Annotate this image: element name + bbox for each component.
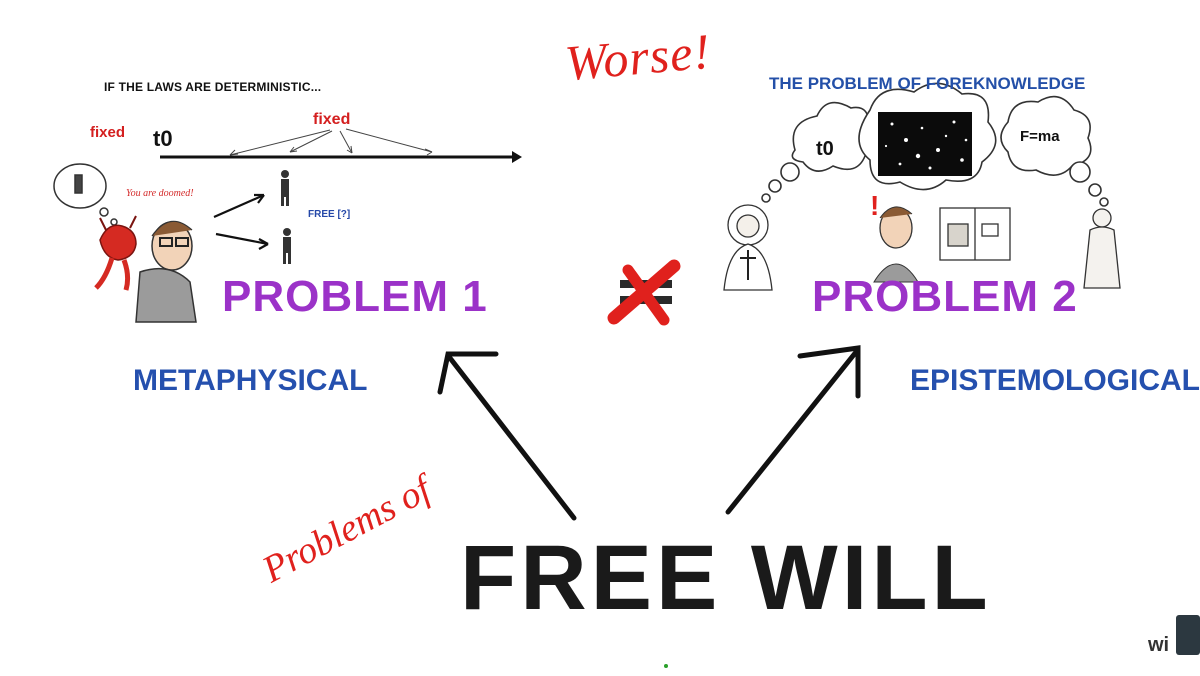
arrow-to-problem1 xyxy=(440,354,574,518)
saint-figure xyxy=(724,205,772,290)
epistemological-label: EPISTEMOLOGICAL xyxy=(910,364,1200,398)
cloud-t0-label: t0 xyxy=(816,138,834,161)
foreknowledge-title: THE PROBLEM OF FOREKNOWLEDGE xyxy=(769,74,1085,94)
t0-label: t0 xyxy=(153,126,173,152)
scientist-figure xyxy=(874,207,918,282)
fixed-arrows xyxy=(230,129,432,155)
not-equal-cross xyxy=(614,266,674,320)
book-illustration xyxy=(940,208,1010,260)
problem2-title: PROBLEM 2 xyxy=(812,272,1078,322)
arrow-to-problem2 xyxy=(728,348,858,512)
timeline-arrow xyxy=(160,151,522,163)
free-question-label: FREE [?] xyxy=(308,209,350,220)
problem1-title: PROBLEM 1 xyxy=(222,272,488,322)
laws-deterministic-text: IF THE LAWS ARE DETERMINISTIC... xyxy=(104,80,321,94)
thought-bubble-left xyxy=(54,164,117,225)
subscribe-badge[interactable] xyxy=(1176,615,1200,655)
fixed-label-left: fixed xyxy=(90,124,125,141)
channel-logo: wi xyxy=(1148,634,1169,657)
exclamation-mark: ! xyxy=(870,190,879,222)
statue-figure xyxy=(1084,209,1120,288)
devil-figure xyxy=(96,216,136,290)
branch-arrows xyxy=(214,195,268,249)
thinking-man xyxy=(136,221,196,322)
green-dot xyxy=(664,664,668,668)
free-will-title: FREE WILL xyxy=(460,526,992,631)
cloud-fma-label: F=ma xyxy=(1020,128,1060,145)
star-field xyxy=(878,112,972,176)
standing-figures xyxy=(281,170,291,264)
metaphysical-label: METAPHYSICAL xyxy=(133,364,367,398)
fixed-label-top: fixed xyxy=(313,111,350,129)
doomed-caption: You are doomed! xyxy=(126,188,194,199)
